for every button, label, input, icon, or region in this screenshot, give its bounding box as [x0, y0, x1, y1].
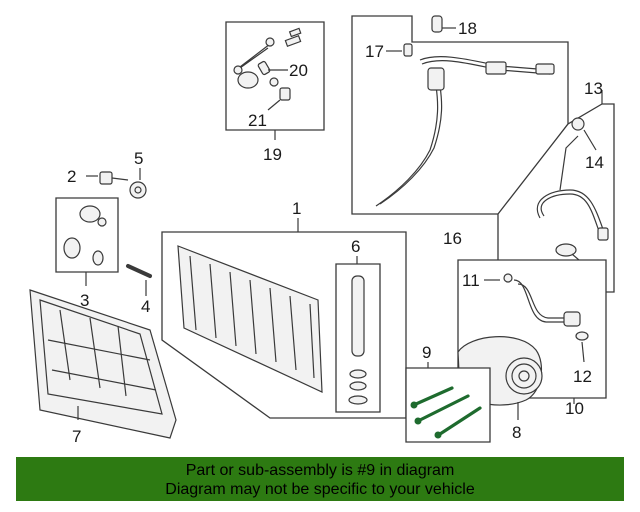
group-19	[225, 21, 325, 131]
info-banner: Part or sub-assembly is #9 in diagram Di…	[16, 457, 624, 501]
callout-11: 11	[462, 271, 480, 290]
callout-3: 3	[80, 291, 89, 310]
callout-8: 8	[512, 423, 521, 442]
callout-6: 6	[351, 237, 360, 256]
callout-18: 18	[458, 19, 477, 38]
banner-line-2: Diagram may not be specific to your vehi…	[165, 481, 475, 498]
callout-10: 10	[565, 399, 584, 418]
callout-16: 16	[443, 229, 462, 248]
banner-line-1: Part or sub-assembly is #9 in diagram	[185, 462, 455, 479]
callout-13: 13	[584, 79, 603, 98]
callout-17: 17	[365, 42, 384, 61]
frame-part-7	[29, 289, 177, 439]
callout-4: 4	[141, 297, 150, 316]
callout-2: 2	[67, 167, 76, 186]
callout-21: 21	[248, 111, 267, 130]
callout-1: 1	[292, 199, 301, 218]
bolt-part-2	[99, 171, 129, 185]
callout-5: 5	[134, 149, 143, 168]
bolt-set-part-9[interactable]	[405, 367, 491, 443]
callout-9: 9	[422, 343, 431, 362]
group-6	[335, 263, 381, 413]
group-16	[351, 15, 569, 215]
group-13	[497, 103, 615, 293]
callout-20: 20	[289, 61, 308, 80]
callout-19: 19	[263, 145, 282, 164]
callout-12: 12	[573, 367, 592, 386]
callout-7: 7	[72, 427, 81, 446]
callout-14: 14	[585, 153, 604, 172]
washer-part-5	[129, 181, 147, 199]
group-3	[55, 197, 119, 273]
stud-part-4	[126, 264, 152, 278]
